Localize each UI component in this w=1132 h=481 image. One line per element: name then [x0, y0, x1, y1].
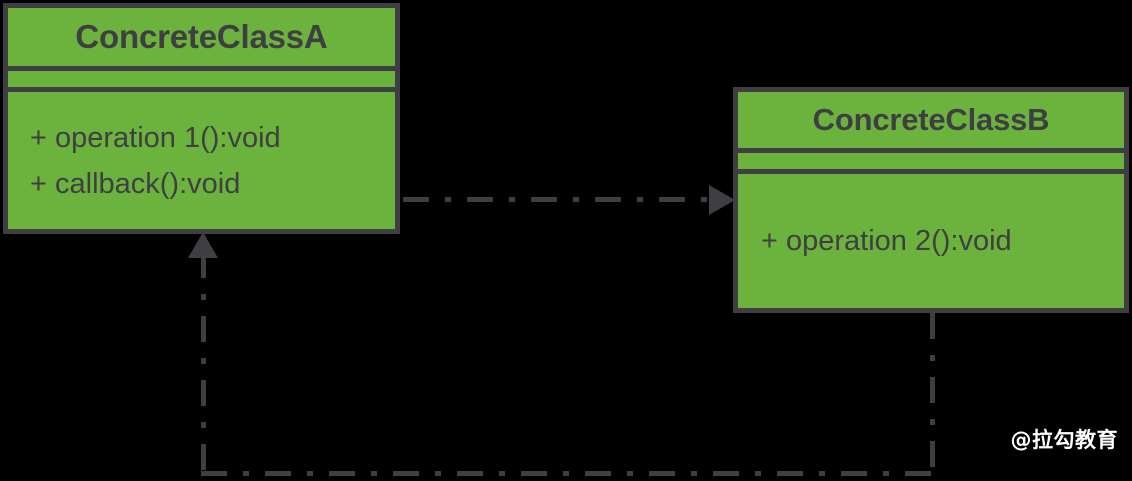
dependency-arrow-line-a-to-b [403, 197, 713, 202]
callback-arrow-line-horizontal-bottom [201, 471, 935, 476]
uml-attributes-compartment-concreteclassb [738, 153, 1124, 174]
callback-arrow-line-vertical-left [201, 252, 206, 476]
uml-operation-item: + operation 1():void [30, 121, 281, 154]
uml-operations-compartment-concreteclassb: + operation 2():void [738, 174, 1124, 308]
uml-attributes-compartment-concreteclassa [8, 71, 395, 92]
uml-class-name-concreteclassb: ConcreteClassB [738, 92, 1124, 153]
uml-class-name-concreteclassa: ConcreteClassA [8, 8, 395, 71]
callback-arrow-line-vertical-right [930, 313, 935, 476]
uml-class-concreteclassa[interactable]: ConcreteClassA + operation 1():void + ca… [3, 3, 400, 234]
uml-operation-item: + callback():void [30, 167, 241, 200]
callback-arrow-head-icon [188, 232, 218, 258]
uml-operations-compartment-concreteclassa: + operation 1():void + callback():void [8, 92, 395, 229]
uml-class-concreteclassb[interactable]: ConcreteClassB + operation 2():void [733, 87, 1129, 313]
uml-operation-item: + operation 2():void [761, 225, 1012, 257]
dependency-arrow-head-icon [709, 185, 735, 215]
watermark-label: @拉勾教育 [1010, 428, 1118, 452]
